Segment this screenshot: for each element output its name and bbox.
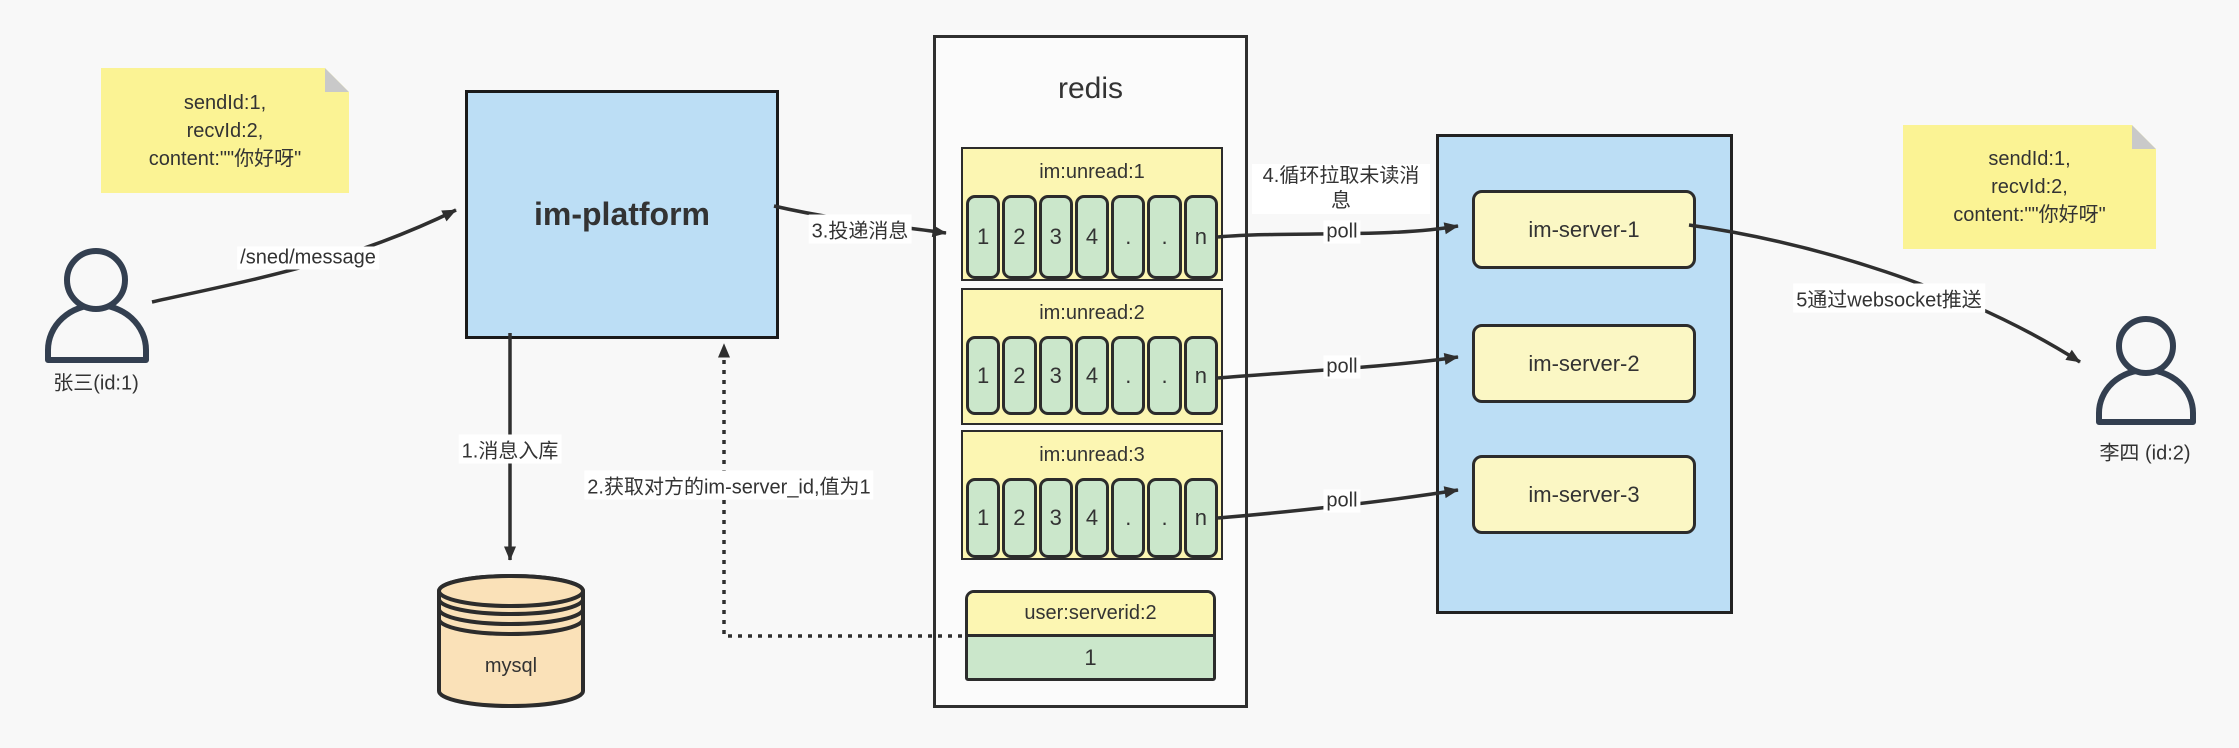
queue-cell: n <box>1183 195 1218 279</box>
queue-title: im:unread:2 <box>1039 301 1145 324</box>
person-sender-icon <box>45 248 149 363</box>
queue-cell: 1 <box>966 195 1001 279</box>
redis-title: redis <box>1057 72 1124 105</box>
note-line: sendId:1, <box>183 91 267 114</box>
user-serverid-node: user:serverid:2 1 <box>965 590 1216 681</box>
note-line: content:""你好呀" <box>1953 204 2106 226</box>
im-server-2-label: im-server-2 <box>1528 350 1640 376</box>
user-serverid-key: user:serverid:2 <box>968 593 1213 637</box>
mysql-node: mysql <box>435 572 587 713</box>
queue-cell: 3 <box>1038 478 1073 558</box>
queue-cells: 1 2 3 4 . . n <box>963 336 1221 423</box>
im-server-cluster: im-server-1 im-server-2 im-server-3 <box>1436 134 1733 614</box>
redis-container: redis im:unread:1 1 2 3 4 . . n im:unrea… <box>933 35 1248 708</box>
queue-cell: . <box>1111 336 1146 415</box>
queue-cell: n <box>1183 478 1218 558</box>
queue-cell: 1 <box>966 336 1001 415</box>
database-cylinder-icon <box>437 574 585 708</box>
im-platform-node: im-platform <box>465 90 779 339</box>
queue-cells: 1 2 3 4 . . n <box>963 195 1221 279</box>
queue-cells: 1 2 3 4 . . n <box>963 478 1221 558</box>
note-line: content:""你好呀" <box>148 147 302 170</box>
queue-cell: . <box>1111 478 1146 558</box>
note-line: sendId:1, <box>1988 148 2071 170</box>
sender-label: 张三(id:1) <box>53 372 139 395</box>
queue-cell: 4 <box>1074 336 1110 415</box>
queue-cell: 2 <box>1002 478 1037 558</box>
edge-label-poll-2: poll <box>1323 355 1361 379</box>
queue-cell: . <box>1147 336 1182 415</box>
im-platform-label: im-platform <box>534 196 710 232</box>
note-fold-icon <box>325 68 349 92</box>
im-server-1-node: im-server-1 <box>1472 190 1696 269</box>
person-receiver-icon <box>2096 316 2196 425</box>
queue-im-unread-3: im:unread:3 1 2 3 4 . . n <box>961 430 1223 560</box>
edge-label-step4: 4.循环拉取未读消息 <box>1252 164 1430 214</box>
edge-label-step5: 5通过websocket推送 <box>1793 283 1985 313</box>
im-server-3-label: im-server-3 <box>1528 481 1640 507</box>
im-server-3-node: im-server-3 <box>1472 455 1696 534</box>
queue-cell: 2 <box>1002 195 1037 279</box>
queue-title: im:unread:3 <box>1039 443 1145 466</box>
note-line: recvId:2, <box>186 119 264 142</box>
edge-label-step2: 2.获取对方的im-server_id,值为1 <box>584 470 874 500</box>
queue-cell: 2 <box>1002 336 1037 415</box>
queue-cell: . <box>1147 195 1182 279</box>
sticky-note-right: sendId:1, recvId:2, content:""你好呀" <box>1903 125 2156 249</box>
queue-cell: 1 <box>966 478 1001 558</box>
queue-im-unread-2: im:unread:2 1 2 3 4 . . n <box>961 288 1223 425</box>
queue-cell: 4 <box>1074 478 1110 558</box>
queue-cell: n <box>1183 336 1218 415</box>
im-server-2-node: im-server-2 <box>1472 324 1696 403</box>
edge-label-step1: 1.消息入库 <box>458 434 562 464</box>
edge-label-send: /sned/message <box>237 246 379 270</box>
note-fold-icon <box>2132 125 2156 149</box>
edge-label-poll-3: poll <box>1323 489 1361 513</box>
queue-title: im:unread:1 <box>1039 160 1145 183</box>
queue-cell: . <box>1111 195 1146 279</box>
edge-label-step3: 3.投递消息 <box>808 214 912 244</box>
note-line: recvId:2, <box>1991 176 2068 198</box>
queue-cell: 4 <box>1074 195 1110 279</box>
queue-im-unread-1: im:unread:1 1 2 3 4 . . n <box>961 147 1223 281</box>
sticky-note-left: sendId:1, recvId:2, content:""你好呀" <box>101 68 349 193</box>
queue-cell: 3 <box>1038 336 1073 415</box>
queue-cell: . <box>1147 478 1182 558</box>
mysql-label: mysql <box>484 655 538 677</box>
queue-cell: 3 <box>1038 195 1073 279</box>
im-server-1-label: im-server-1 <box>1528 216 1640 242</box>
receiver-label: 李四 (id:2) <box>2099 442 2191 465</box>
user-serverid-value: 1 <box>968 637 1213 678</box>
edge-label-poll-1: poll <box>1323 220 1361 244</box>
